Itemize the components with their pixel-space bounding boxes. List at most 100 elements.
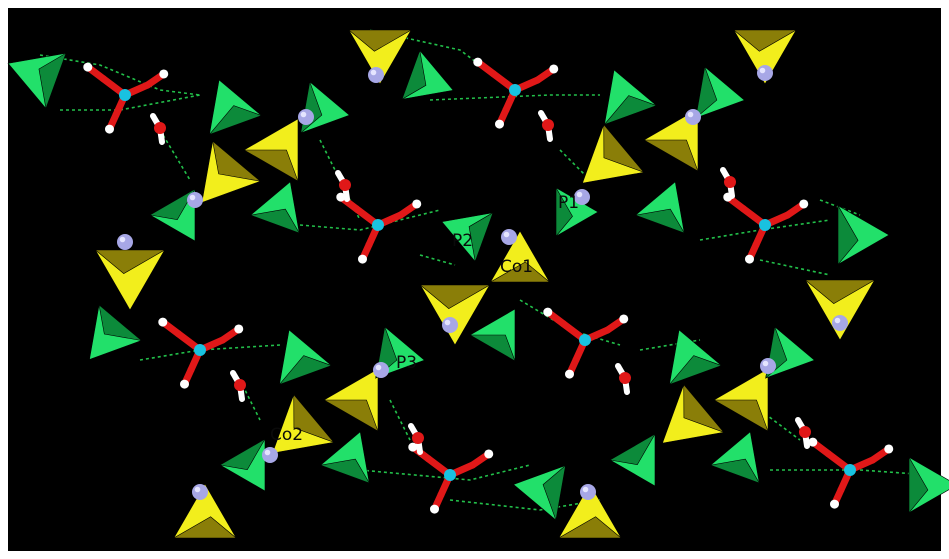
- cobalt-tetrahedron-3-shade: [732, 29, 798, 52]
- phosphate-tetrahedron-8-shade: [149, 188, 196, 221]
- molecule-3-carbon: [759, 219, 771, 231]
- water-7-oxygen: [799, 426, 811, 438]
- metal-sphere-10: [373, 362, 389, 378]
- metal-sphere-3: [117, 234, 133, 250]
- label-p3: P3: [396, 353, 417, 373]
- phosphate-tetrahedron-12-shade: [468, 212, 494, 263]
- molecule-4-hydrogen-0: [158, 317, 168, 327]
- atom-labels: P1 P2 Co1 P3 Co2: [270, 193, 579, 445]
- phosphate-tetrahedron-28-shade: [219, 438, 266, 471]
- hbond-17: [770, 469, 931, 476]
- metal-sphere-highlight-3: [119, 236, 126, 243]
- phosphate-tetrahedron-31-shade: [542, 464, 567, 522]
- water-2-oxygen: [542, 119, 554, 131]
- molecule-0-hydrogen-0: [83, 62, 93, 72]
- metal-sphere-layer: [117, 65, 848, 500]
- molecule-1-carbon: [509, 84, 521, 96]
- water-1-oxygen: [339, 179, 351, 191]
- hbond-6: [299, 209, 441, 231]
- molecule-6-hydrogen-0: [408, 442, 418, 452]
- metal-sphere-14: [760, 358, 776, 374]
- cobalt-tetrahedron-36-shade: [683, 383, 725, 433]
- molecule-5-hydrogen-2: [565, 369, 574, 379]
- metal-sphere-7: [757, 65, 773, 81]
- molecule-4-hydrogen-2: [180, 379, 189, 389]
- metal-sphere-highlight-1: [300, 111, 307, 118]
- water-5-oxygen: [412, 432, 424, 444]
- molecule-0-carbon: [119, 89, 131, 101]
- hbond-4: [159, 129, 191, 181]
- molecule-6-carbon: [444, 469, 456, 481]
- phosphate-tetrahedron-15-shade: [468, 334, 516, 362]
- metal-sphere-highlight-11: [264, 449, 271, 456]
- cobalt-tetrahedron-25-shade: [322, 399, 379, 432]
- molecule-1-hydrogen-2: [495, 119, 504, 129]
- molecule-6-hydrogen-1: [484, 449, 494, 459]
- molecule-0-hydrogen-1: [159, 69, 169, 79]
- phosphate-tetrahedron-22-shade: [837, 204, 859, 266]
- hbond-7: [419, 254, 456, 266]
- cobalt-tetrahedron-7-shade: [212, 140, 262, 182]
- molecule-7-hydrogen-2: [830, 499, 839, 509]
- phosphate-tetrahedron-11-shade: [98, 304, 143, 342]
- cobalt-tetrahedron-5-shade: [242, 149, 299, 182]
- molecule-1-hydrogen-0: [473, 57, 483, 67]
- hbond-13: [449, 499, 601, 511]
- hbond-12: [359, 464, 531, 481]
- polyhedra-layer: [7, 29, 949, 539]
- cobalt-tetrahedron-27-shade: [293, 393, 335, 443]
- hbond-0: [39, 54, 201, 96]
- label-co1: Co1: [500, 257, 533, 277]
- metal-sphere-9: [832, 315, 848, 331]
- water-0-oxygen: [154, 122, 166, 134]
- phosphate-tetrahedron-20-shade: [695, 65, 718, 119]
- phosphate-tetrahedron-4-shade: [208, 105, 263, 136]
- cobalt-tetrahedron-19-shade: [642, 139, 699, 172]
- molecule-2-hydrogen-2: [358, 254, 367, 264]
- molecule-3-hydrogen-2: [745, 254, 754, 264]
- phosphate-tetrahedron-16-shade: [555, 186, 573, 238]
- water-4-oxygen: [234, 379, 246, 391]
- molecule-4-carbon: [194, 344, 206, 356]
- cobalt-tetrahedron-32-shade: [557, 516, 623, 539]
- molecule-5-hydrogen-1: [619, 314, 629, 324]
- metal-sphere-highlight-0: [370, 69, 377, 76]
- phosphate-tetrahedron-33-shade: [668, 355, 723, 386]
- metal-sphere-highlight-4: [503, 231, 510, 238]
- molecule-5-carbon: [579, 334, 591, 346]
- hbond-3: [429, 94, 600, 101]
- metal-sphere-4: [501, 229, 517, 245]
- metal-sphere-highlight-10: [375, 364, 382, 371]
- metal-sphere-2: [187, 192, 203, 208]
- molecule-7-hydrogen-0: [808, 437, 818, 447]
- label-co2: Co2: [270, 425, 303, 445]
- metal-sphere-12: [192, 484, 208, 500]
- hbond-8: [519, 299, 621, 346]
- phosphate-tetrahedron-39-shade: [908, 456, 929, 514]
- metal-sphere-13: [580, 484, 596, 500]
- phosphate-tetrahedron-24-shade: [278, 355, 333, 386]
- cobalt-tetrahedron-34-shade: [712, 399, 769, 432]
- molecule-4-hydrogen-1: [234, 324, 244, 334]
- molecule-5-hydrogen-0: [543, 307, 553, 317]
- metal-sphere-highlight-7: [759, 67, 766, 74]
- molecule-7-carbon: [844, 464, 856, 476]
- label-p2: P2: [452, 231, 473, 251]
- metal-sphere-8: [442, 317, 458, 333]
- phosphate-tetrahedron-9-shade: [249, 208, 300, 234]
- phosphate-tetrahedron-29-shade: [319, 458, 370, 484]
- water-3-oxygen: [724, 176, 736, 188]
- phosphate-tetrahedron-37-shade: [609, 433, 656, 466]
- phosphate-tetrahedron-18-shade: [603, 95, 658, 126]
- molecule-2-hydrogen-1: [412, 199, 422, 209]
- cobalt-tetrahedron-10-shade: [94, 249, 166, 274]
- molecule-2-carbon: [372, 219, 384, 231]
- metal-sphere-highlight-6: [687, 111, 694, 118]
- cobalt-tetrahedron-13-shade: [489, 261, 551, 283]
- molecule-2-hydrogen-0: [336, 192, 346, 202]
- cobalt-tetrahedron-23-shade: [804, 279, 876, 304]
- hbond-19: [559, 149, 591, 181]
- cobalt-tetrahedron-1-shade: [347, 29, 413, 52]
